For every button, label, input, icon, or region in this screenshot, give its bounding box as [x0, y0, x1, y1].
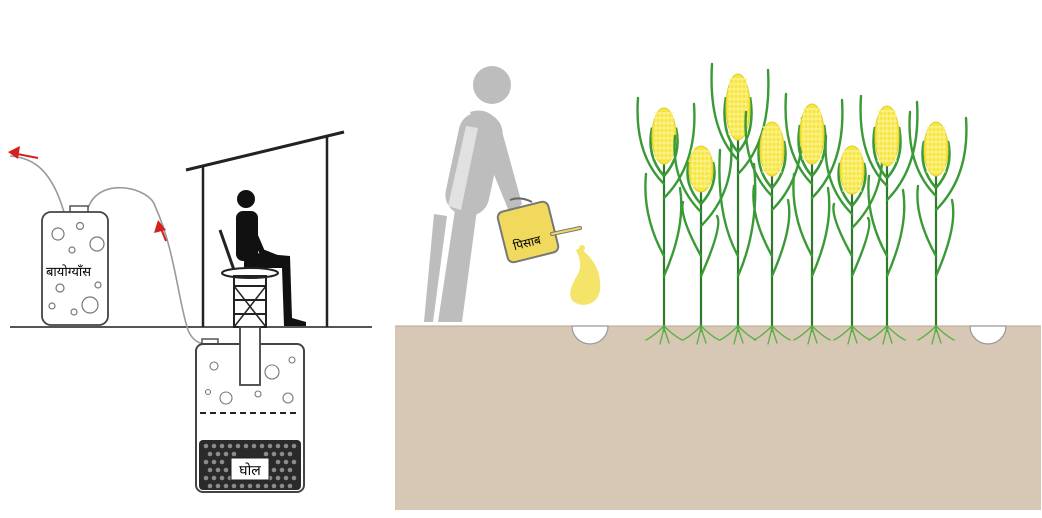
biogas-toilet-system: बायोग्याँस — [8, 130, 372, 493]
corn-plant-icon — [824, 134, 884, 345]
corn-plant-icon — [673, 134, 733, 345]
biogas-label: बायोग्याँस — [46, 264, 91, 280]
soil-ground — [395, 326, 1041, 510]
corn-plant-icon — [784, 92, 844, 345]
watering-can-icon — [496, 197, 582, 264]
corn-plant-icon — [859, 94, 919, 345]
gas-flow-arrow-out — [8, 146, 39, 159]
urine-label: पिसाब — [512, 233, 544, 254]
seated-person-icon — [236, 190, 306, 326]
corn-plant-icon — [908, 110, 968, 345]
drop-pipe — [239, 326, 261, 386]
latrine-shelter — [185, 130, 345, 327]
toilet-seat-icon — [218, 229, 279, 328]
gas-flow-arrow-up — [154, 220, 167, 242]
farmer-person-icon — [424, 66, 522, 322]
gas-pipe-connector — [87, 186, 205, 345]
slurry-label: घोल — [239, 462, 261, 479]
corn-plant-icon — [636, 96, 696, 345]
corn-field — [636, 62, 968, 345]
corn-plant-icon — [710, 62, 770, 345]
digester-pit — [195, 338, 305, 493]
planting-hole-right — [969, 325, 1007, 345]
urine-stream — [570, 248, 601, 305]
corn-plant-icon — [744, 110, 804, 345]
planting-hole-left — [571, 325, 609, 345]
biogas-tank-icon — [41, 205, 109, 326]
gas-pipe-outlet — [9, 155, 65, 213]
urine-fertilizer-field: पिसाब — [395, 62, 1041, 510]
